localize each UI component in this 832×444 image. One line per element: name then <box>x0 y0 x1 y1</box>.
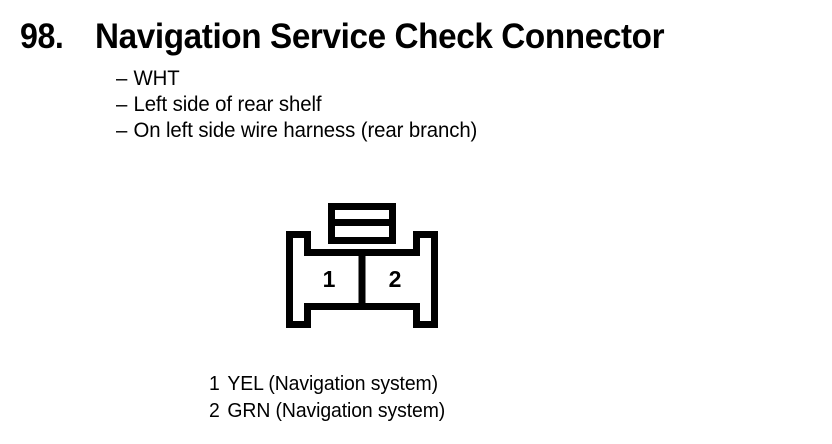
section-title: Navigation Service Check Connector <box>95 17 665 56</box>
legend-pin-number: 2 <box>209 400 220 422</box>
connector-symbol-svg: 1 2 <box>286 203 438 328</box>
legend-pin-number: 1 <box>209 373 220 395</box>
dash-icon: – <box>116 93 128 116</box>
legend-pin-description: GRN (Navigation system) <box>227 400 446 422</box>
legend-pin-description: YEL (Navigation system) <box>227 373 438 395</box>
cavity-label-2: 2 <box>389 266 402 292</box>
legend-row: 2 GRN (Navigation system) <box>209 398 616 425</box>
spec-item-harness: –On left side wire harness (rear branch) <box>116 118 776 144</box>
legend-row: 1 YEL (Navigation system) <box>209 371 616 398</box>
cavity-label-1: 1 <box>323 266 336 292</box>
spec-item-wire-color: –WHT <box>116 66 776 92</box>
spec-item-label: Left side of rear shelf <box>133 93 322 116</box>
spec-list: –WHT –Left side of rear shelf –On left s… <box>116 66 796 144</box>
spec-item-location: –Left side of rear shelf <box>116 92 776 118</box>
dash-icon: – <box>116 67 128 90</box>
connector-body-outline <box>286 231 438 328</box>
spec-item-label: On left side wire harness (rear branch) <box>133 119 478 142</box>
page-title: 98. Navigation Service Check Connector <box>20 17 820 59</box>
spec-item-label: WHT <box>133 67 180 90</box>
dash-icon: – <box>116 119 128 142</box>
pin-legend: 1 YEL (Navigation system) 2 GRN (Navigatio… <box>209 371 629 425</box>
section-number: 98. <box>20 17 64 56</box>
connector-diagram: 1 2 <box>283 202 441 328</box>
